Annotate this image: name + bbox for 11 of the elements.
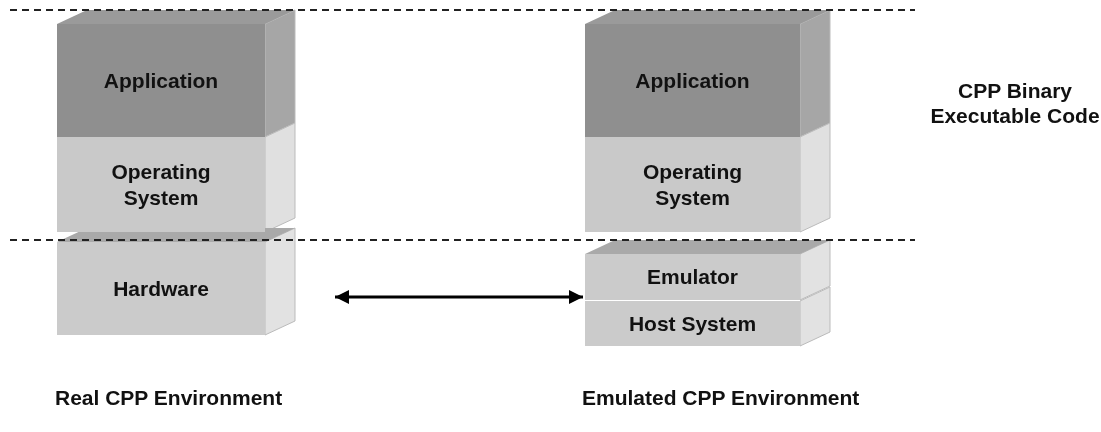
layer-block: Operating System	[57, 137, 265, 232]
layer-block: Hardware	[57, 242, 265, 335]
layer-block: Emulator	[585, 254, 800, 300]
layer-block: Application	[57, 24, 265, 137]
double-arrow	[335, 290, 583, 304]
layer-block: Operating System	[585, 137, 800, 232]
layer-block: Application	[585, 24, 800, 137]
side-caption: CPP Binary Executable Code	[930, 78, 1100, 129]
layer-block: Host System	[585, 301, 800, 346]
environment-caption: Emulated CPP Environment	[582, 385, 861, 411]
environment-caption: Real CPP Environment	[55, 385, 284, 411]
